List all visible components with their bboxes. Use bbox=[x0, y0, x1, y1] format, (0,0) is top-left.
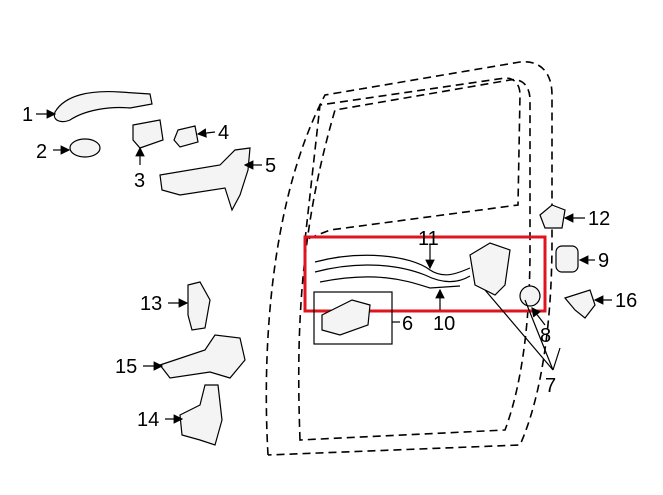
part-door-check bbox=[159, 334, 246, 379]
callout-12: 12 bbox=[588, 208, 610, 230]
leader-lines bbox=[36, 109, 612, 424]
highlight-box bbox=[303, 235, 547, 313]
callout-4: 4 bbox=[218, 122, 229, 144]
callout-8: 8 bbox=[540, 325, 551, 347]
callout-15: 15 bbox=[115, 356, 137, 378]
callout-16: 16 bbox=[615, 290, 637, 312]
callout-2: 2 bbox=[36, 141, 47, 163]
part-lock-actuator bbox=[469, 242, 511, 296]
callout-6: 6 bbox=[402, 313, 413, 335]
part-13 bbox=[187, 281, 211, 331]
callout-7: 7 bbox=[545, 375, 556, 397]
callout-13: 13 bbox=[140, 293, 162, 315]
part-inside-handle-box bbox=[313, 291, 393, 345]
callout-1: 1 bbox=[22, 104, 33, 126]
part-9 bbox=[555, 245, 579, 273]
part-cover bbox=[132, 119, 164, 149]
part-outside-handle bbox=[53, 90, 153, 123]
callout-9: 9 bbox=[598, 250, 609, 272]
callout-14: 14 bbox=[137, 409, 159, 431]
part-cables bbox=[314, 254, 471, 289]
part-hinge bbox=[179, 384, 223, 446]
callout-10: 10 bbox=[433, 313, 455, 335]
part-16 bbox=[563, 289, 596, 319]
part-gasket bbox=[173, 125, 199, 148]
part-bezel bbox=[69, 138, 101, 158]
part-12 bbox=[539, 204, 566, 229]
callout-3: 3 bbox=[134, 170, 145, 192]
callout-11: 11 bbox=[418, 228, 439, 250]
door-outline bbox=[265, 61, 553, 456]
part-inside-handle bbox=[321, 299, 371, 336]
part-grommet bbox=[519, 285, 541, 307]
part-handle-frame bbox=[159, 147, 251, 212]
callout-5: 5 bbox=[265, 155, 276, 177]
